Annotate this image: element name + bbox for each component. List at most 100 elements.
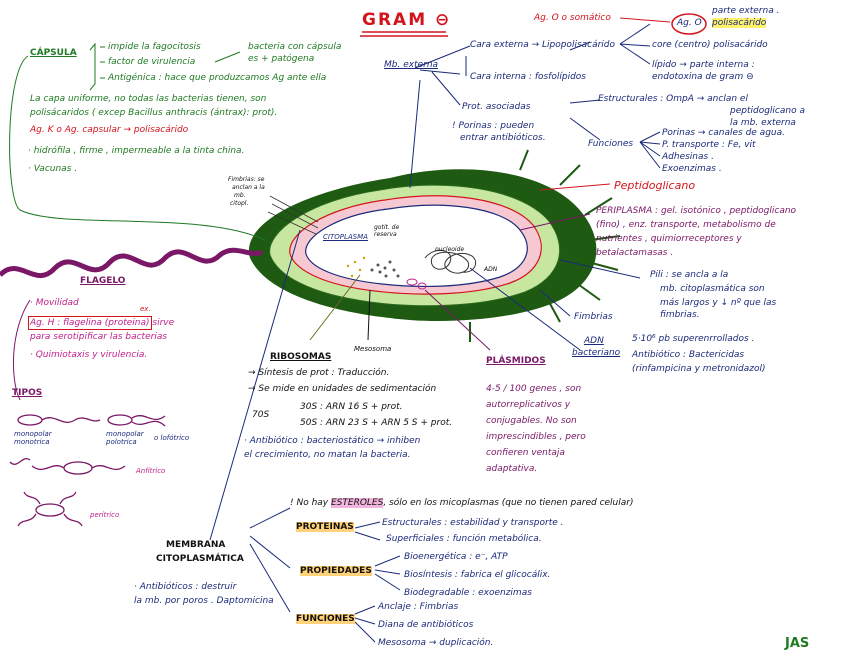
funcion-adhesinas: Adhesinas . — [662, 152, 714, 162]
adn-heading: ADN — [584, 336, 604, 346]
fimbrias-cell-4: citopl. — [230, 200, 249, 207]
tipo-monotrica: monotrica — [14, 438, 50, 446]
flagelo-line-4: · Quimiotaxis y virulencia. — [30, 350, 148, 360]
adn-line-2: Antibiótico : Bactericidas — [632, 350, 745, 360]
porinas-note-1: ! Porinas : pueden — [452, 121, 535, 131]
tipo-peritrico: perítrico — [90, 511, 120, 519]
proteinas-line-2: Superficiales : función metabólica. — [386, 534, 542, 544]
ag-o-somatico: Ag. O o somático — [534, 13, 611, 23]
citoplasma-label: CITOPLASMA — [323, 233, 368, 241]
estructurales-1: Estructurales : OmpA → anclan el — [598, 94, 748, 104]
capsula-line-2: factor de virulencia — [108, 57, 196, 67]
reserva-label: reserva — [374, 231, 397, 238]
connector-lines — [9, 17, 671, 643]
tipo-anfitrico: Anfítrico — [136, 467, 166, 475]
capsula-line-7: · hidrófila , firme , impermeable a la t… — [28, 146, 245, 156]
propiedades-heading: PROPIEDADES — [300, 566, 372, 576]
prot-asociadas: Prot. asociadas — [462, 102, 531, 112]
tipo-lofo-2: polotrica — [106, 438, 137, 446]
funciones-line-1: Anclaje : Fimbrias — [378, 602, 459, 612]
funciones-line-3: Mesosoma → duplicación. — [378, 638, 494, 648]
flagelo-line-1: · Movilidad — [30, 298, 79, 308]
polisacarido: polisacárido — [712, 18, 767, 28]
tipo-lofo-1: monopolar — [106, 430, 144, 438]
parte-externa: parte externa . — [712, 6, 780, 16]
capsula-line-3: Antigénica : hace que produzcamos Ag ant… — [108, 73, 327, 83]
nucleoid-scribble — [424, 249, 477, 274]
estructurales-2: peptidoglicano a — [730, 106, 805, 116]
membrana-heading-2: CITOPLASMÁTICA — [156, 554, 244, 564]
membrana-anti-2: la mb. por poros . Daptomicina — [134, 596, 274, 606]
fimbrias-cell-1: Fimbrias: se — [228, 176, 265, 183]
funcion-porinas: Porinas → canales de agua. — [662, 128, 785, 138]
ribosomas-line-2: → Se mide en unidades de sedimentación — [248, 384, 437, 394]
ribosomas-30s: 30S : ARN 16 S + prot. — [300, 402, 403, 412]
ag-o-label: Ag. O — [677, 18, 702, 28]
bacterium-cell — [248, 149, 621, 342]
adn-heading-2: bacteriano — [572, 348, 621, 358]
tipo-monopolar: monopolar — [14, 430, 52, 438]
peptidoglicano-label: Peptidoglicano — [614, 179, 696, 192]
ribosomas-50s: 50S : ARN 23 S + ARN 5 S + prot. — [300, 418, 453, 428]
pili-line-3: más largos y ↓ nº que las — [660, 298, 777, 308]
endotoxina: endotoxina de gram ⊖ — [652, 72, 754, 82]
plasmidos-line-3: conjugables. No son — [486, 416, 577, 426]
page-title: GRAM ⊖ — [362, 10, 452, 30]
adn-line-3: (rinfampicina y metronidazol) — [632, 364, 766, 374]
periplasma-line-1: PERIPLASMA : gel. isotónico , peptidogli… — [596, 206, 797, 216]
flagelo-line-2: Ag. H : flagelina (proteina) sirve — [28, 316, 175, 330]
fimbrias-cell-2: anclan a la — [232, 184, 265, 191]
capsula-heading: CÁPSULA — [30, 48, 77, 58]
ribosomas-line-1: → Síntesis de prot : Traducción. — [248, 368, 390, 378]
funciones-label: Funciones — [588, 139, 634, 149]
esteroles-line: ! No hay ESTEROLES, sólo en los micoplas… — [290, 498, 634, 508]
core-polisacarido: core (centro) polisacárido — [652, 40, 768, 50]
plasmidos-line-4: imprescindibles , pero — [486, 432, 586, 442]
plasmidos-line-6: adaptativa. — [486, 464, 538, 474]
proteinas-line-1: Estructurales : estabilidad y transporte… — [382, 518, 564, 528]
capsula-line-4: La capa uniforme, no todas las bacterias… — [30, 94, 267, 104]
plasmidos-line-1: 4-5 / 100 genes , son — [486, 384, 582, 394]
tipo-lofo-3: o lofótrico — [154, 434, 190, 442]
propiedades-line-2: Biosíntesis : fabrica el glicocálix. — [404, 570, 551, 580]
proteinas-heading: PROTEINAS — [296, 522, 354, 532]
capsula-line-5: polisácaridos ( excep Bacillus anthracis… — [30, 108, 278, 118]
membrana-heading: MEMBRANA — [166, 540, 226, 550]
propiedades-line-3: Biodegradable : exoenzimas — [404, 588, 532, 598]
ribosomas-heading: RIBOSOMAS — [270, 352, 332, 362]
capsula-side-2: es + patógena — [248, 54, 315, 64]
gotitas-label: gotit. de — [374, 224, 400, 231]
estructurales-3: la mb. externa — [730, 118, 796, 128]
fimbria-spikes — [469, 149, 621, 342]
flagelo-line-3: para serotipificar las bacterias — [30, 332, 168, 342]
mb-externa-heading: Mb. externa — [384, 60, 439, 70]
ag-o-circle — [671, 13, 707, 35]
plasmidos-heading: PLÁSMIDOS — [486, 356, 546, 366]
ribosomas-line-4: el crecimiento, no matan la bacteria. — [244, 450, 411, 460]
periplasma-line-4: betalactamasas . — [596, 248, 674, 258]
funcion-transporte: P. transporte : Fe, vit — [662, 140, 756, 150]
ribosomas-line-3: · Antibiótico : bacteriostático → inhibe… — [244, 436, 421, 446]
flagelo-ex: ex. — [140, 305, 151, 313]
capsula-line-6: Ag. K o Ag. capsular → polisacárido — [30, 125, 189, 135]
mesosoma-label: Mesosoma — [354, 345, 392, 353]
esteroles-highlight: ESTEROLES — [331, 498, 384, 508]
plasmidos-line-5: confieren ventaja — [486, 448, 565, 458]
porinas-note-2: entrar antibióticos. — [460, 133, 546, 143]
fimbrias-cell-3: mb. — [234, 192, 246, 199]
propiedades-line-1: Bioenergética : e⁻, ATP — [404, 552, 508, 562]
flagelo-heading: FLAGELO — [80, 276, 126, 286]
capsula-line-1: impide la fagocitosis — [108, 42, 201, 52]
plasmidos-line-2: autorreplicativos y — [486, 400, 571, 410]
cytoplasmic-membrane — [305, 204, 528, 288]
pili-line-2: mb. citoplasmática son — [660, 284, 765, 294]
tipos-heading: TIPOS — [12, 388, 43, 398]
flagella-types — [9, 414, 166, 527]
capsula-side-1: bacteria con cápsula — [248, 42, 342, 52]
ribosomas-70s: 70S — [252, 410, 270, 420]
funciones-line-2: Diana de antibióticos — [378, 620, 474, 630]
membrana-anti-1: · Antibióticos : destruir — [134, 582, 237, 592]
funciones-heading: FUNCIONES — [296, 614, 355, 624]
